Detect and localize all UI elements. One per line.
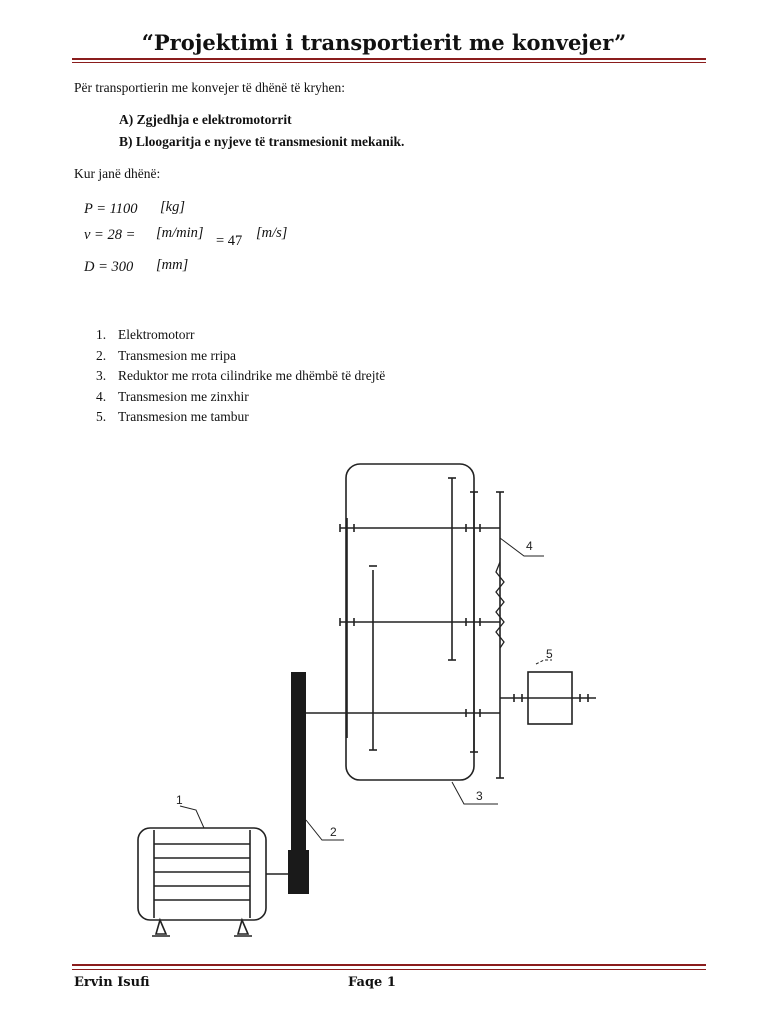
chain xyxy=(495,561,505,649)
task-b: B) Lloogaritja e nyjeve të transmesionit… xyxy=(119,134,405,149)
intro-text: Për transportierin me konvejer të dhënë … xyxy=(74,80,346,95)
leader-3 xyxy=(451,781,498,805)
formula-v-result: = 47 xyxy=(216,233,243,249)
formula-d-unit: [mm] xyxy=(156,257,189,273)
leader-4 xyxy=(499,537,544,557)
formula-v-unit: [m/min] xyxy=(156,225,204,241)
given-label: Kur janë dhënë: xyxy=(74,166,161,181)
formula-p-unit: [kg] xyxy=(160,199,185,215)
motor-body xyxy=(137,827,267,921)
formula-d: D = 300 xyxy=(84,259,134,275)
footer-rule-thin xyxy=(72,969,706,970)
label-reducer: 3 xyxy=(476,789,483,803)
label-belt: 2 xyxy=(330,825,337,839)
formula-v-unit2: [m/s] xyxy=(256,225,288,241)
footer-page-number: Faqe 1 xyxy=(348,975,396,990)
formula-v: v = 28 = xyxy=(84,227,136,243)
list-item: 5.Transmesion me tambur xyxy=(96,409,249,424)
task-a: A) Zgjedhja e elektromotorrit xyxy=(119,112,292,127)
leader-5 xyxy=(535,659,552,665)
header-rule xyxy=(72,58,706,60)
belt-pulley xyxy=(288,850,309,894)
header-rule-thin xyxy=(72,62,706,63)
drum-box xyxy=(527,671,573,725)
leader-2 xyxy=(305,819,344,841)
list-item: 2.Transmesion me rripa xyxy=(96,347,236,363)
formula-p: P = 1100 xyxy=(84,201,138,217)
footer-author: Ervin Isufi xyxy=(74,975,150,990)
footer-rule xyxy=(72,964,706,966)
label-chain: 4 xyxy=(526,539,533,553)
list-item: 3.Reduktor me rrota cilindrike me dhëmbë… xyxy=(96,368,386,383)
list-item: 1.Elektromotorr xyxy=(96,327,195,342)
leader-1 xyxy=(179,805,205,829)
components-list: 1.Elektromotorr 2.Transmesion me rripa 3… xyxy=(96,325,385,428)
label-motor: 1 xyxy=(176,793,183,807)
page-title: “Projektimi i transportierit me konvejer… xyxy=(141,30,627,55)
list-item: 4.Transmesion me zinxhir xyxy=(96,388,249,404)
belt xyxy=(291,672,306,894)
label-drum: 5 xyxy=(546,647,553,661)
